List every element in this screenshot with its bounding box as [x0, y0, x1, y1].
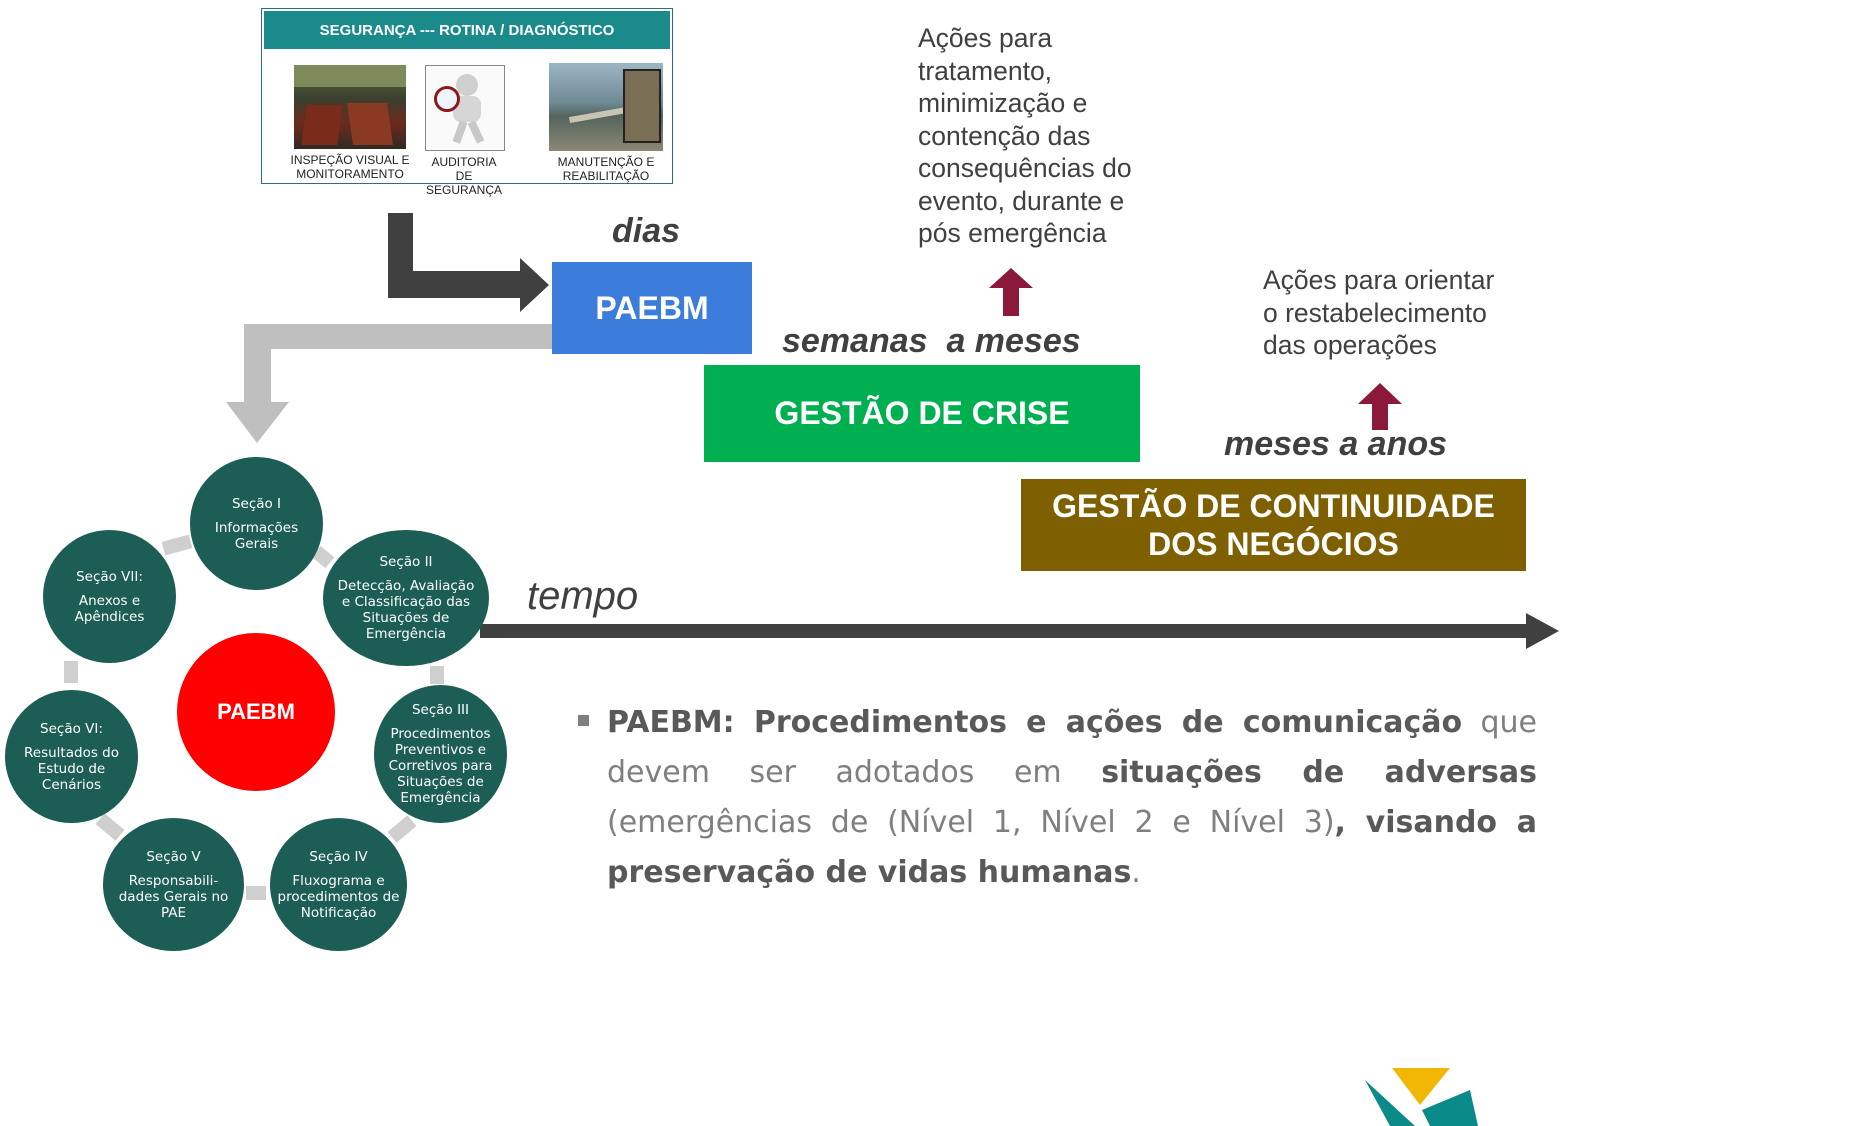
timeline-line [480, 624, 1530, 638]
inspection-photo [294, 65, 406, 149]
safety-panel-title: SEGURANÇA --- ROTINA / DIAGNÓSTICO [264, 11, 670, 49]
description-bullet [578, 715, 589, 726]
continuidade-label-line1: GESTÃO DE CONTINUIDADE [1052, 488, 1495, 524]
continuidade-note: Ações para orientar o restabelecimento d… [1263, 265, 1495, 360]
section-1-informacoes-gerais: Seção I Informações Gerais [190, 457, 323, 590]
panel-to-paebm-arrow [388, 213, 549, 312]
section-6-resultados: Seção VI: Resultados do Estudo de Cenári… [5, 690, 138, 823]
maintenance-photo [549, 63, 663, 151]
paebm-to-cycle-arrow [226, 324, 552, 443]
cycle-connector [246, 886, 266, 900]
section-3-procedimentos: Seção III Procedimentos Preventivos e Co… [374, 685, 507, 823]
crise-time-label: semanas a meses [782, 322, 1081, 360]
cycle-connector [64, 661, 78, 683]
continuidade-time-label: meses a anos [1224, 425, 1448, 463]
timeline-arrowhead [1526, 613, 1559, 649]
audit-caption: AUDITORIA DE SEGURANÇA [425, 155, 502, 197]
section-2-deteccao: Seção II Detecção, Avaliação e Classific… [323, 530, 489, 666]
crise-up-arrow [989, 268, 1033, 316]
cycle-connector [430, 666, 444, 684]
crise-phase-box: GESTÃO DE CRISE [704, 365, 1140, 462]
maintenance-caption: MANUTENÇÃO E REABILITAÇÃO [557, 155, 655, 183]
section-5-responsabilidades: Seção V Responsabili- dades Gerais no PA… [103, 818, 244, 951]
audit-photo [425, 65, 505, 151]
continuidade-up-arrow [1358, 383, 1402, 430]
safety-panel: SEGURANÇA --- ROTINA / DIAGNÓSTICO INSPE… [261, 8, 673, 197]
continuidade-label-line2: DOS NEGÓCIOS [1148, 526, 1399, 562]
cycle-center-paebm: PAEBM [177, 633, 335, 791]
timeline-label: tempo [527, 574, 639, 618]
section-7-anexos: Seção VII: Anexos e Apêndices [43, 530, 176, 663]
paebm-time-label: dias [612, 212, 681, 250]
company-logo [1365, 1068, 1478, 1126]
inspection-caption: INSPEÇÃO VISUAL E MONITORAMENTO [290, 153, 410, 181]
paebm-phase-box: PAEBM [552, 262, 752, 354]
continuidade-phase-box: GESTÃO DE CONTINUIDADE DOS NEGÓCIOS [1021, 479, 1526, 571]
description-text: PAEBM: Procedimentos e ações de comunica… [607, 705, 1537, 890]
section-4-fluxograma: Seção IV Fluxograma e procedimentos de N… [270, 818, 407, 951]
crise-note: Ações para tratamento, minimização e con… [918, 23, 1132, 248]
